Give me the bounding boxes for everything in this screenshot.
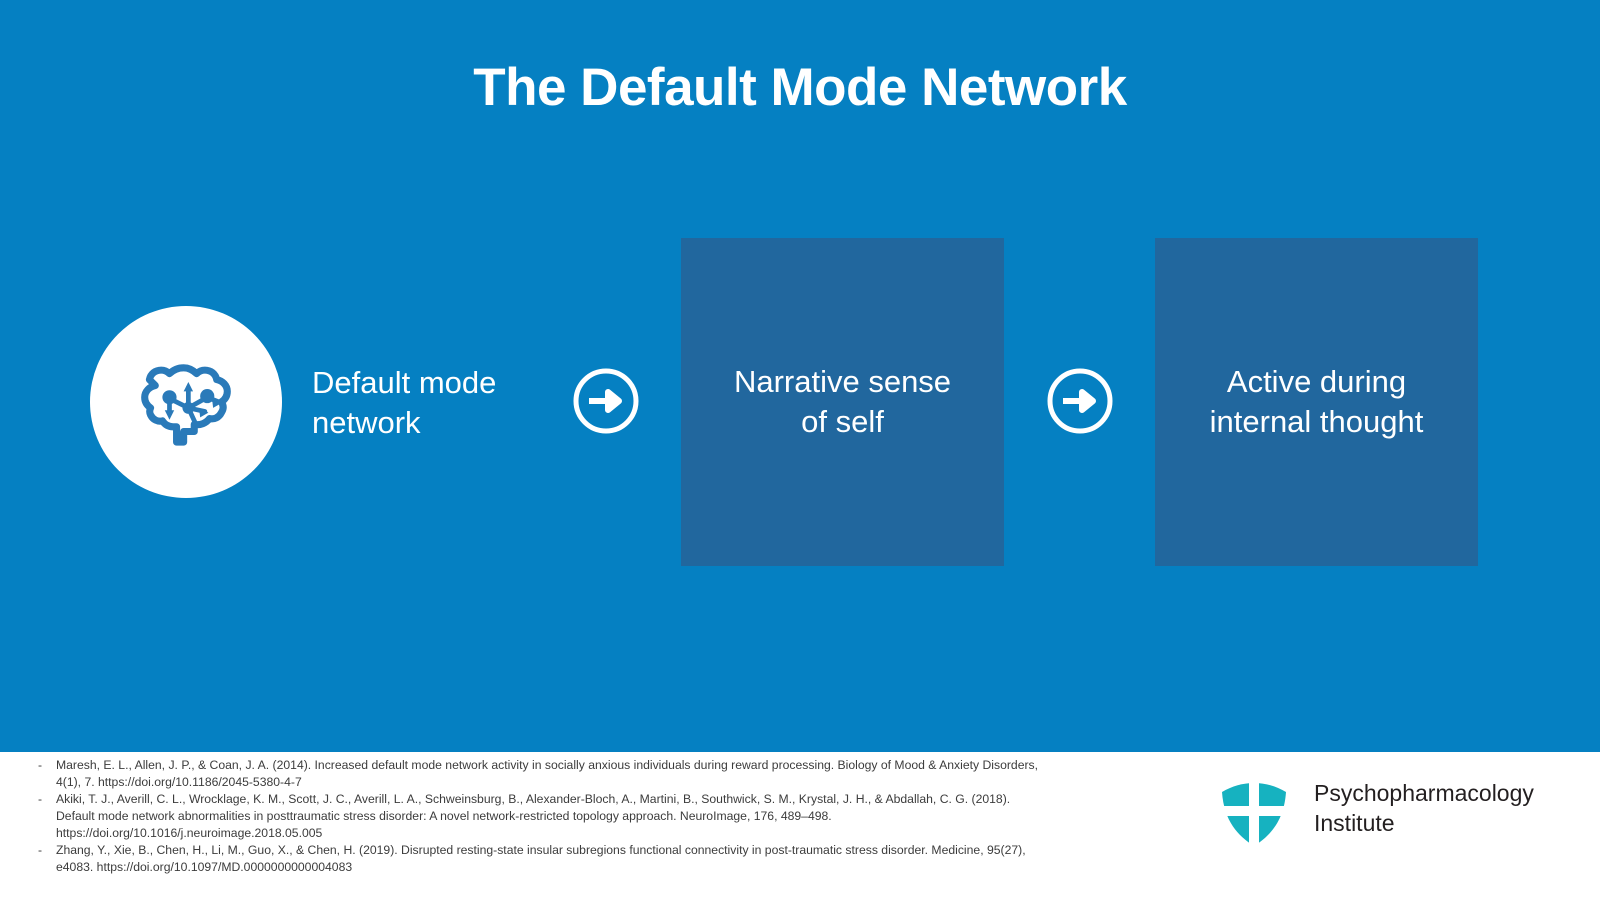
reference-bullet: - xyxy=(38,758,43,772)
reference-text: Akiki, T. J., Averill, C. L., Wrocklage,… xyxy=(56,791,1011,840)
slide-footer: - Maresh, E. L., Allen, J. P., & Coan, J… xyxy=(0,752,1600,899)
reference-bullet: - xyxy=(38,842,43,857)
brain-network-icon xyxy=(127,343,245,461)
reference-item: - Zhang, Y., Xie, B., Chen, H., Li, M., … xyxy=(38,842,1048,876)
page-title: The Default Mode Network xyxy=(473,58,1127,117)
brain-icon-circle xyxy=(90,306,282,498)
reference-bullet: - xyxy=(38,791,43,806)
brand-logo-text: Psychopharmacology Institute xyxy=(1314,778,1534,839)
reference-text: Zhang, Y., Xie, B., Chen, H., Li, M., Gu… xyxy=(56,842,1026,874)
reference-item: - Akiki, T. J., Averill, C. L., Wrocklag… xyxy=(38,791,1048,842)
brand-name-line-1: Psychopharmacology xyxy=(1314,779,1534,806)
arrow-right-circle-icon-1 xyxy=(570,365,642,437)
reference-list: - Maresh, E. L., Allen, J. P., & Coan, J… xyxy=(38,757,1048,876)
slide-stage: The Default Mode Network xyxy=(0,0,1600,752)
brand-logo: Psychopharmacology Institute xyxy=(1212,766,1534,850)
arrow-right-circle-icon-2 xyxy=(1044,365,1116,437)
shield-cross-icon xyxy=(1212,766,1296,850)
reference-item: - Maresh, E. L., Allen, J. P., & Coan, J… xyxy=(38,757,1048,791)
brand-name-line-2: Institute xyxy=(1314,810,1395,836)
reference-text: Maresh, E. L., Allen, J. P., & Coan, J. … xyxy=(56,758,1039,789)
